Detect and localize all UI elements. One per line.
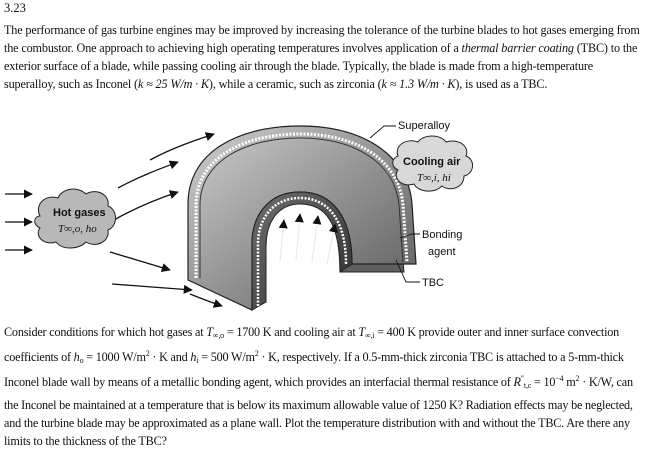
question-text-2: · K and (149, 350, 191, 365)
cooling-air-symbols: T∞,i, hi (417, 172, 451, 184)
resistance-units: m (563, 375, 576, 390)
t-out-symbol: T (206, 325, 213, 339)
h-in-symbol: h (190, 350, 197, 365)
resistance-prime: ″ (520, 374, 524, 384)
resistance-exponent: −4 (555, 374, 564, 384)
h-out-exponent: 2 (145, 349, 150, 359)
zirconia-conductivity: k ≈ 1.3 W/m · K (381, 77, 456, 91)
h-out-value: = 1000 W/m (83, 350, 146, 365)
t-in-symbol: T (358, 325, 365, 339)
h-in-exponent: 2 (254, 349, 259, 359)
resistance-value: = 10 (531, 375, 556, 390)
question-text-4: · K/W, can the Inconel be maintained at … (4, 375, 633, 449)
problem-intro: The performance of gas turbine engines m… (4, 21, 640, 93)
intro-text-3: ), while a ceramic, such as zirconia ( (208, 77, 382, 91)
t-in-value: = 400 K provide outer and inner surface … (4, 325, 620, 365)
leader-lines (369, 125, 420, 283)
hot-gases-cloud (34, 188, 116, 249)
cooling-air-label: Cooling air (403, 156, 461, 168)
intro-text-2: (TBC) to the exterior surface of a blade… (4, 41, 638, 91)
inconel-conductivity: k ≈ 25 W/m · K (137, 77, 209, 91)
intro-text-4: ), is used as a TBC. (455, 77, 548, 91)
question-text-1: Consider conditions for which hot gases … (4, 325, 207, 339)
problem-question: Consider conditions for which hot gases … (4, 323, 642, 450)
blade-inner-channel (251, 191, 353, 311)
cooling-air-cloud (392, 135, 473, 192)
tbc-label: TBC (422, 277, 444, 289)
resistance-symbol: R (513, 375, 521, 390)
turbine-blade-figure: Hot gases T∞,o, ho Cooling air T∞,i, hi … (0, 112, 645, 324)
agent-label: agent (428, 246, 456, 258)
hot-gas-flow-arrows (5, 132, 223, 308)
tbc-coating-inner (256, 196, 348, 306)
tbc-coating-outer (194, 132, 409, 278)
resistance-units-exponent: 2 (575, 374, 580, 384)
intro-italic-term: thermal barrier coating (461, 41, 574, 55)
turbine-blade-diagram: Hot gases T∞,o, ho Cooling air T∞,i, hi … (5, 120, 473, 311)
h-out-symbol: h (73, 350, 80, 365)
t-out-subscript: ∞,o (212, 331, 224, 340)
hot-gases-label: Hot gases (53, 207, 106, 219)
bonding-line-outer (199, 137, 404, 278)
h-out-subscript: o (79, 356, 84, 366)
resistance-subscript: t,c (523, 381, 532, 391)
t-out-value: = 1700 K and cooling air at (223, 325, 359, 339)
h-in-value: = 500 W/m (198, 350, 255, 365)
superalloy-label: Superalloy (398, 120, 450, 132)
question-text-3: · K, respectively. If a 0.5-mm-thick zir… (4, 350, 624, 390)
problem-number: 3.23 (4, 1, 26, 15)
hot-gases-symbols: T∞,o, ho (58, 223, 97, 235)
intro-text-1: The performance of gas turbine engines m… (4, 23, 640, 55)
blade-outer-shell (187, 125, 417, 311)
h-in-subscript: i (196, 356, 199, 366)
bonding-label: Bonding (422, 229, 462, 241)
cooling-air-arrows (278, 213, 338, 265)
t-in-subscript: ∞,i (364, 331, 375, 340)
